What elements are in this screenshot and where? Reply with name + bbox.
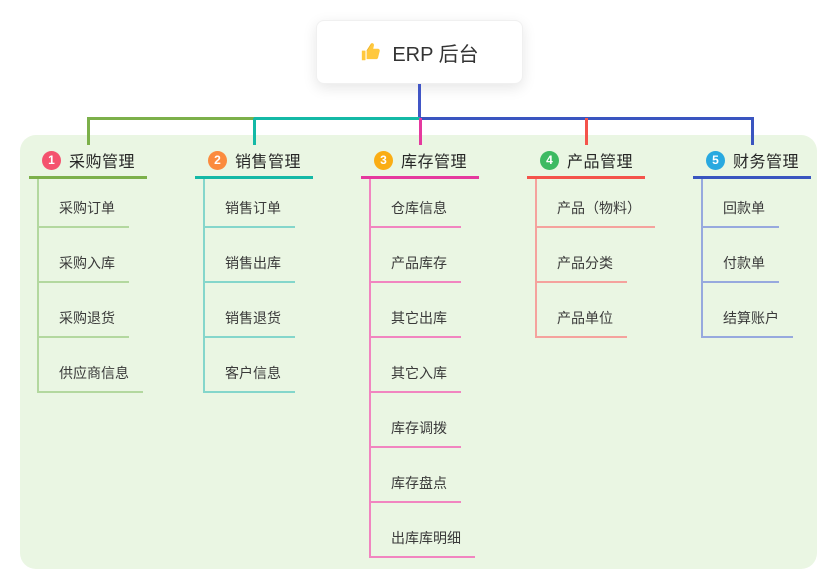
- branch-title: 财务管理: [733, 154, 800, 171]
- child-node[interactable]: 产品单位: [537, 283, 627, 338]
- branch-children: 采购订单采购入库采购退货供应商信息: [37, 179, 143, 393]
- branches-panel: [20, 135, 817, 569]
- root-connector-line: [417, 84, 421, 118]
- branch-title: 产品管理: [567, 154, 634, 171]
- branch-children: 仓库信息产品库存其它出库其它入库库存调拨库存盘点出库库明细: [369, 179, 475, 558]
- branch-connector-line: [86, 118, 90, 145]
- branch-number-badge: 2: [208, 150, 227, 170]
- branch-title: 销售管理: [235, 154, 302, 171]
- child-node[interactable]: 结算账户: [703, 283, 793, 338]
- branch-underline: [195, 176, 313, 179]
- branch-children: 销售订单销售出库销售退货客户信息: [203, 179, 295, 393]
- child-node[interactable]: 付款单: [703, 228, 779, 283]
- branch-number-badge: 5: [706, 150, 725, 170]
- branch-underline: [29, 176, 147, 179]
- branch-title: 库存管理: [401, 154, 468, 171]
- branch-header-2[interactable]: 2 销售管理: [208, 148, 301, 172]
- child-node[interactable]: 产品（物料）: [537, 179, 655, 228]
- child-node[interactable]: 供应商信息: [39, 338, 143, 393]
- branch-5: 5 财务管理回款单付款单结算账户: [693, 0, 811, 588]
- bus-segment-green: [86, 117, 256, 120]
- child-node[interactable]: 销售出库: [205, 228, 295, 283]
- branch-connector-line: [750, 118, 754, 145]
- root-title: ERP 后台: [392, 43, 479, 66]
- child-node[interactable]: 客户信息: [205, 338, 295, 393]
- root-node[interactable]: ERP 后台: [316, 20, 523, 84]
- branch-4: 4 产品管理产品（物料）产品分类产品单位: [527, 0, 655, 588]
- branch-1: 1 采购管理采购订单采购入库采购退货供应商信息: [29, 0, 147, 588]
- bus-segment-teal: [254, 117, 420, 120]
- child-node[interactable]: 产品分类: [537, 228, 627, 283]
- child-node[interactable]: 其它出库: [371, 283, 461, 338]
- child-node[interactable]: 销售退货: [205, 283, 295, 338]
- branch-underline: [527, 176, 645, 179]
- branch-title: 采购管理: [69, 154, 136, 171]
- child-node[interactable]: 销售订单: [205, 179, 295, 228]
- child-node[interactable]: 仓库信息: [371, 179, 461, 228]
- child-node[interactable]: 产品库存: [371, 228, 461, 283]
- branch-header-5[interactable]: 5 财务管理: [706, 148, 799, 172]
- child-node[interactable]: 库存盘点: [371, 448, 461, 503]
- branch-number-badge: 3: [374, 150, 393, 170]
- branch-underline: [361, 176, 479, 179]
- child-node[interactable]: 其它入库: [371, 338, 461, 393]
- branch-underline: [693, 176, 811, 179]
- branch-number-badge: 4: [540, 150, 559, 170]
- branch-children: 产品（物料）产品分类产品单位: [535, 179, 655, 338]
- branch-3: 3 库存管理仓库信息产品库存其它出库其它入库库存调拨库存盘点出库库明细: [361, 0, 479, 588]
- branch-header-1[interactable]: 1 采购管理: [42, 148, 135, 172]
- child-node[interactable]: 出库库明细: [371, 503, 475, 558]
- branch-connector-line: [252, 118, 256, 145]
- child-node[interactable]: 采购退货: [39, 283, 129, 338]
- child-node[interactable]: 回款单: [703, 179, 779, 228]
- branch-number-badge: 1: [42, 150, 61, 170]
- branch-2: 2 销售管理销售订单销售出库销售退货客户信息: [195, 0, 313, 588]
- child-node[interactable]: 采购入库: [39, 228, 129, 283]
- branch-header-4[interactable]: 4 产品管理: [540, 148, 633, 172]
- thumbs-up-icon: [360, 41, 382, 63]
- branch-connector-line: [584, 118, 588, 145]
- child-node[interactable]: 采购订单: [39, 179, 129, 228]
- branch-children: 回款单付款单结算账户: [701, 179, 793, 338]
- branch-header-3[interactable]: 3 库存管理: [374, 148, 467, 172]
- branch-connector-line: [418, 118, 422, 145]
- child-node[interactable]: 库存调拨: [371, 393, 461, 448]
